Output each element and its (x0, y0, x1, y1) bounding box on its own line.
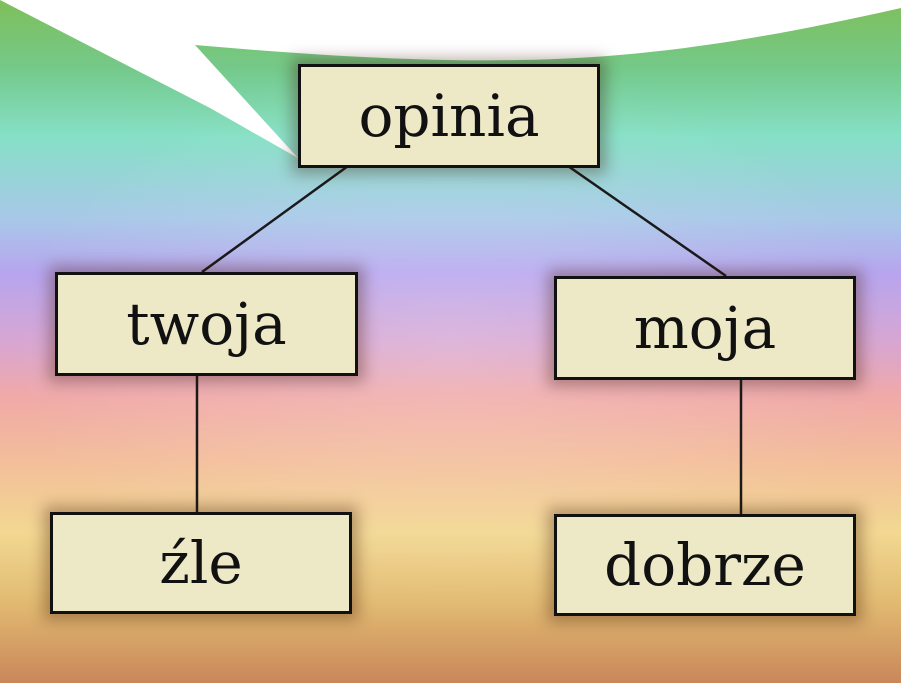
node-zle-label: źle (159, 529, 243, 597)
connector-root-right (567, 164, 727, 278)
connector-root-left (201, 164, 349, 274)
node-dobrze-label: dobrze (604, 531, 806, 599)
node-opinia-label: opinia (358, 82, 540, 150)
node-twoja-label: twoja (126, 290, 287, 358)
node-moja: moja (554, 276, 856, 380)
node-moja-label: moja (633, 294, 777, 362)
speech-bubble (0, 0, 901, 158)
node-opinia: opinia (298, 64, 600, 168)
node-dobrze: dobrze (554, 514, 856, 616)
node-zle: źle (50, 512, 352, 614)
node-twoja: twoja (55, 272, 358, 376)
